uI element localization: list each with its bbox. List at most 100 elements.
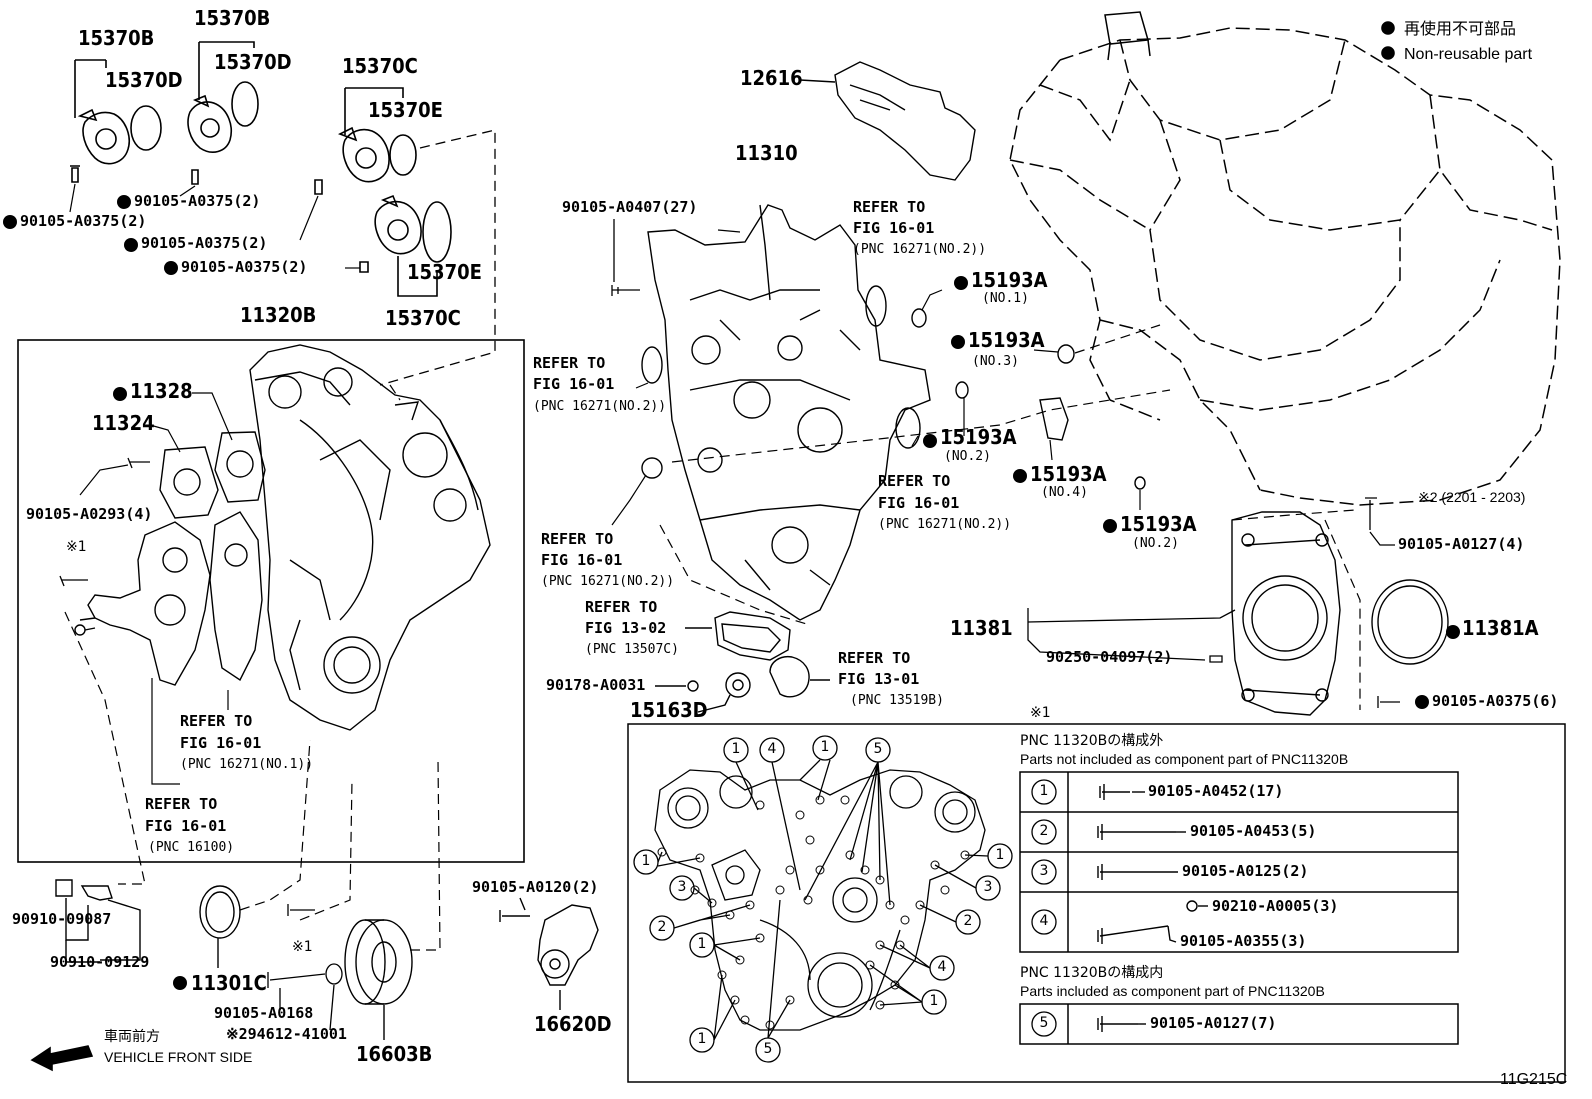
label-90910-09087: 90910-09087 <box>12 910 112 928</box>
table-part: 90105-A0355(3) <box>1180 932 1307 950</box>
tensioner-plug <box>769 655 830 698</box>
ref-line2: FIG 13-02 <box>585 619 667 637</box>
inset-not-included-jp: PNC 11320Bの構成外 <box>1020 733 1164 749</box>
water-pump-gasket <box>209 511 263 682</box>
ref-line2: FIG 16-01 <box>853 219 935 237</box>
label-mark2: ※2 (2201 - 2203) <box>1418 489 1526 505</box>
non-reusable-bullet-icon <box>1381 21 1395 35</box>
label-90910-09129: 90910-09129 <box>50 953 150 971</box>
inset-bolt-drawings <box>1097 784 1208 1032</box>
callout-num: 3 <box>677 879 687 895</box>
ref-line2: FIG 16-01 <box>878 494 960 512</box>
callout-num: 4 <box>937 959 947 975</box>
label-16620D: 16620D <box>534 1012 612 1036</box>
dashed-guides-case <box>389 324 1171 626</box>
inset-callouts <box>633 735 1013 1063</box>
callout-num: 1 <box>697 1031 707 1047</box>
callout-num: 1 <box>731 741 741 757</box>
label-15370C: 15370C <box>342 54 418 78</box>
callout-num: 5 <box>763 1041 773 1057</box>
inset-row-circles <box>1031 779 1057 1037</box>
engine-block-outline <box>1009 27 1561 506</box>
label-294612: ※294612-41001 <box>226 1025 347 1043</box>
ref-line3: (PNC 16100) <box>148 840 235 855</box>
label-bolt-a0375-6: 90105-A0375(6) <box>1432 692 1559 710</box>
dashed-guides-bottom <box>239 739 441 951</box>
table-part: 90105-A0452(17) <box>1148 782 1284 800</box>
ref-line2: FIG 13-01 <box>838 670 920 688</box>
ref-line1: REFER TO <box>145 795 218 813</box>
non-reusable-bullet-icon <box>1381 46 1395 60</box>
vvt-cover-group-4 <box>359 194 452 297</box>
inset-included-jp: PNC 11320Bの構成内 <box>1020 965 1164 981</box>
belt-tensioner-16620D <box>499 897 599 1010</box>
dashed-guides-box <box>64 611 146 885</box>
vvt-cover-group-3 <box>314 87 417 195</box>
label-15370D: 15370D <box>105 68 183 92</box>
label-11381A: 11381A <box>1462 616 1539 640</box>
ref-line1: REFER TO <box>838 649 911 667</box>
callout-num: 2 <box>657 919 667 935</box>
label-15370E: 15370E <box>368 98 443 122</box>
table-part: 90210-A0005(3) <box>1212 897 1339 915</box>
ref-line1: REFER TO <box>878 472 951 490</box>
callout-num: 3 <box>983 879 993 895</box>
ref-line3: (PNC 16271(NO.1)) <box>180 757 314 772</box>
label-bolt-04097: 90250-04097(2) <box>1046 648 1173 666</box>
rear-bolts <box>1027 497 1452 708</box>
direction-jp: 車両前方 <box>104 1029 160 1045</box>
vvt-cover-group-2 <box>187 41 259 185</box>
callout-num: 1 <box>929 993 939 1009</box>
label-15193A-no: (NO.2) <box>944 449 991 464</box>
label-bolt-a0375: 90105-A0375(2) <box>181 258 308 276</box>
leaders-15193A <box>611 229 1141 526</box>
direction-en: VEHICLE FRONT SIDE <box>104 1049 253 1065</box>
callout-num: 5 <box>873 741 883 757</box>
part-15163D <box>655 672 751 713</box>
table-part: 90105-A0453(5) <box>1190 822 1317 840</box>
figure-code: 11G215C <box>1500 1071 1568 1088</box>
label-11381: 11381 <box>950 616 1013 640</box>
label-bolt-a0407: 90105-A0407(27) <box>562 198 698 216</box>
idler-pulley-16603B <box>344 919 413 1040</box>
label-16603B: 16603B <box>356 1042 433 1066</box>
dashed-guides-top <box>379 129 496 386</box>
callout-num: 2 <box>963 913 973 929</box>
sensor-90910 <box>55 879 141 963</box>
label-11301C: 11301C <box>191 971 267 995</box>
label-mark1: ※1 <box>292 939 313 955</box>
part-12616 <box>799 61 976 181</box>
o-rings-center <box>641 285 1146 490</box>
inset-table <box>1019 771 1459 1045</box>
label-15370D: 15370D <box>214 50 292 74</box>
label-bolt-a0293: 90105-A0293(4) <box>26 505 153 523</box>
label-12616: 12616 <box>740 66 803 90</box>
ref-line3: (PNC 16271(NO.2)) <box>533 399 667 414</box>
label-15370C: 15370C <box>385 306 461 330</box>
callout-num: 1 <box>820 739 830 755</box>
inset-timing-cover <box>654 769 986 1031</box>
assembly-11320B-box <box>17 339 525 863</box>
table-row-num: 5 <box>1039 1015 1049 1031</box>
label-bolt-a0031: 90178-A0031 <box>546 676 646 694</box>
label-15163D: 15163D <box>630 698 708 722</box>
ref-line1: REFER TO <box>585 598 658 616</box>
gasket-11328 <box>214 431 266 503</box>
ref-line3: (PNC 13507C) <box>585 642 679 657</box>
bolts-in-box <box>59 457 150 587</box>
label-bolt-a0375: 90105-A0375(2) <box>141 234 268 252</box>
label-bolt-a0120: 90105-A0120(2) <box>472 878 599 896</box>
front-direction-arrow-icon <box>30 1045 94 1072</box>
timing-case-11310 <box>647 204 931 621</box>
label-bolt-a0168: 90105-A0168 <box>214 1004 314 1022</box>
gasket-11324 <box>159 446 219 519</box>
label-15193A: 15193A <box>1030 462 1107 486</box>
table-part: 90105-A0125(2) <box>1182 862 1309 880</box>
label-15193A: 15193A <box>1120 512 1197 536</box>
timing-cover-11320B <box>249 344 491 731</box>
label-bolt-a0375: 90105-A0375(2) <box>134 192 261 210</box>
ref-line2: FIG 16-01 <box>145 817 227 835</box>
leaders-in-box <box>79 392 233 785</box>
front-oil-seal-11301C <box>199 885 241 968</box>
